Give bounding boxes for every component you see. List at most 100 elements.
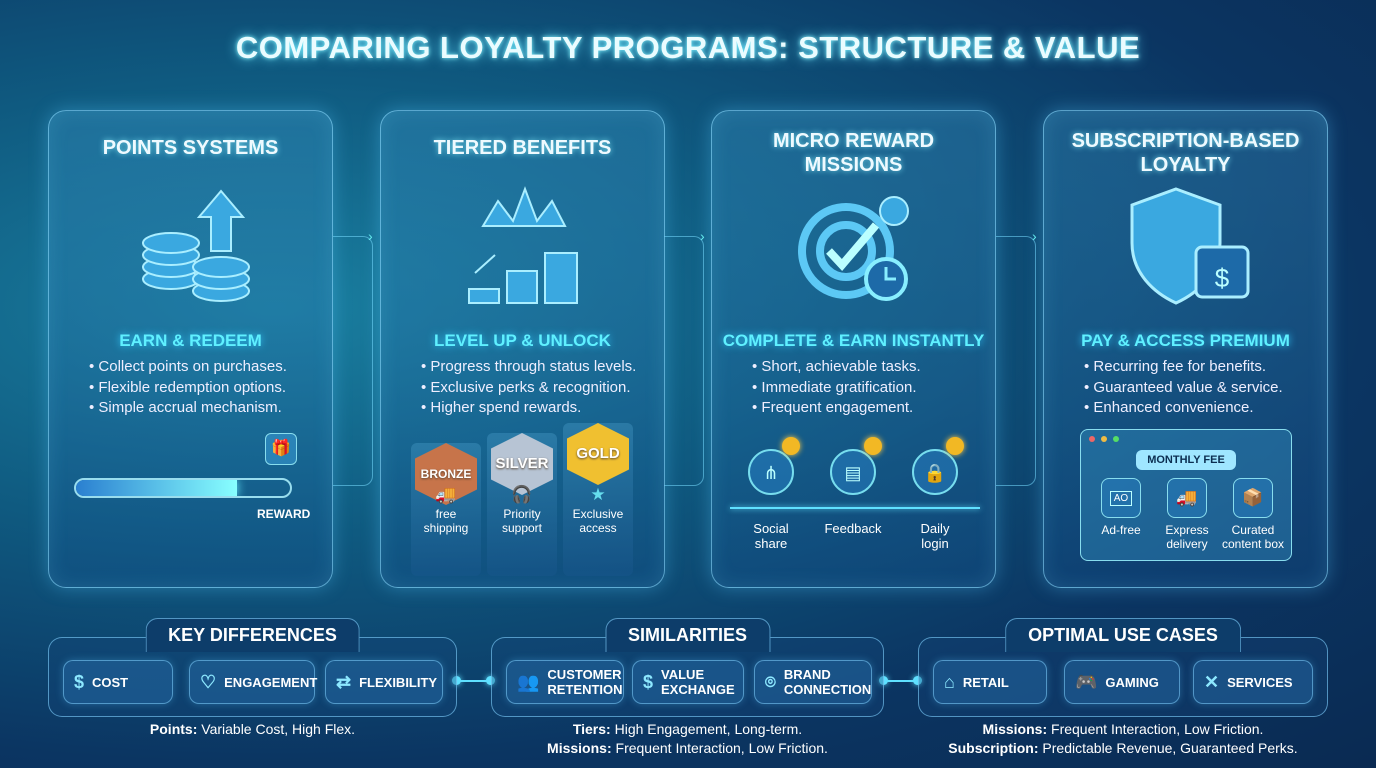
store-icon: ⌂ — [944, 671, 955, 692]
caption-text: Variable Cost, High Flex. — [197, 721, 356, 737]
dollar-icon: $ — [74, 671, 85, 692]
tier-badge: GOLD — [567, 423, 629, 485]
bullet: • Frequent engagement. — [752, 399, 914, 416]
panel-caption: Missions: Frequent Interaction, Low Fric… — [919, 720, 1327, 758]
caption-text: High Engagement, Long-term. — [610, 721, 803, 737]
hand-dollar-icon: $ — [643, 671, 654, 692]
title-line: MISSIONS — [804, 154, 903, 176]
card-subtitle: COMPLETE & EARN INSTANTLY — [722, 331, 985, 350]
chip-retail: ⌂ RETAIL — [933, 660, 1047, 704]
perk-label: Ad-free — [1083, 523, 1159, 537]
arrow-head-icon: › — [1032, 228, 1037, 244]
label-line: ENGAGEMENT — [224, 674, 318, 690]
lock-icon: 🔒 — [912, 449, 958, 495]
connector-line — [884, 680, 918, 682]
label-line: CONNECTION — [783, 682, 872, 697]
label-line: SERVICES — [1227, 674, 1293, 690]
label-line: login — [921, 536, 949, 551]
truck-icon: 🚚 — [1167, 478, 1207, 518]
label-line: share — [754, 536, 788, 551]
reward-progress-bar — [74, 478, 292, 498]
box-icon: 📦 — [1233, 478, 1273, 518]
star-icon: ★ — [590, 485, 606, 504]
chip-label: FLEXIBILITY — [359, 675, 437, 690]
label-line: Ad-free — [1101, 523, 1141, 537]
perk-line: free — [435, 507, 457, 521]
coins-arrow-up-icon — [142, 189, 250, 302]
mission-timeline — [730, 507, 980, 509]
caption-label: Missions: — [547, 740, 612, 756]
page-title: COMPARING LOYALTY PROGRAMS: STRUCTURE & … — [235, 30, 1141, 65]
shield-calendar-icon: $ — [1130, 187, 1250, 305]
card-subtitle: PAY & ACCESS PREMIUM — [1081, 331, 1290, 350]
caption-label: Tiers: — [572, 721, 611, 737]
bullet-list: • Recurring fee for benefits. • Guarante… — [1084, 357, 1283, 419]
tier-badge: SILVER — [491, 433, 553, 495]
caption-line: Subscription: Predictable Revenue, Guara… — [919, 739, 1327, 758]
caption-label: Subscription: — [948, 740, 1039, 756]
panel-title: OPTIMAL USE CASES — [1005, 618, 1241, 652]
bullet-list: • Collect points on purchases. • Flexibl… — [89, 357, 287, 419]
perk-line: support — [501, 521, 543, 535]
bullet: • Enhanced convenience. — [1084, 399, 1254, 416]
perk-line: access — [579, 521, 617, 535]
card-subtitle: LEVEL UP & UNLOCK — [434, 331, 611, 350]
heart-icon: ♡ — [200, 671, 217, 692]
mission-label: Feedback — [818, 521, 888, 536]
users-icon: 👥 — [517, 671, 540, 692]
bullet: • Flexible redemption options. — [89, 378, 287, 396]
connector-dot — [486, 676, 495, 685]
label-line: EXCHANGE — [661, 682, 735, 697]
label-line: Daily — [920, 521, 950, 536]
connector-arrow — [996, 236, 1036, 486]
target-check-icon — [798, 196, 909, 301]
location-pin-icon: ⌾ — [765, 671, 776, 692]
arrow-head-icon: › — [368, 228, 373, 244]
caption-line: Tiers: High Engagement, Long-term. — [492, 720, 883, 739]
share-icon: ⋔ — [748, 449, 794, 495]
card-title: POINTS SYSTEMS — [102, 137, 279, 159]
label-line: RETAIL — [962, 674, 1009, 690]
chip-services: ✕ SERVICES — [1193, 660, 1313, 704]
label-line: FLEXIBILITY — [359, 674, 438, 690]
coin-icon — [864, 437, 882, 455]
connector-arrow — [664, 236, 704, 486]
progress-fill — [76, 480, 237, 496]
svg-text:$: $ — [1215, 263, 1230, 293]
headset-icon: 🎧 — [511, 485, 533, 504]
label-line: delivery — [1166, 537, 1208, 551]
caption-label: Points: — [149, 721, 198, 737]
bullet: • Short, achievable tasks. — [752, 358, 921, 375]
label-line: content box — [1221, 537, 1285, 551]
arrow-head-icon: › — [700, 228, 705, 244]
title-line: SUBSCRIPTION-BASED — [1071, 130, 1300, 152]
connector-dot — [913, 676, 922, 685]
crown-icon — [468, 186, 578, 304]
label-line: Social — [753, 521, 789, 536]
chip-label: GAMING — [1105, 675, 1158, 690]
card-tiered-benefits: TIERED BENEFITS LEVEL UP & UNLOCK • Prog… — [380, 110, 665, 588]
tier-badge: BRONZE — [415, 443, 477, 505]
label-line: GAMING — [1105, 674, 1159, 690]
tools-icon: ✕ — [1204, 671, 1220, 692]
label-line: VALUE — [661, 667, 705, 682]
caption-text: Predictable Revenue, Guaranteed Perks. — [1038, 740, 1298, 756]
label-line: BRAND — [783, 667, 831, 682]
bullet: • Recurring fee for benefits. — [1084, 358, 1267, 375]
panel-optimal-use-cases: OPTIMAL USE CASES⌂RETAIL🎮GAMING✕SERVICES… — [918, 618, 1328, 756]
perk-line: Exclusive — [572, 507, 624, 521]
label-line: COST — [92, 674, 129, 690]
label-line: Express — [1165, 523, 1209, 537]
